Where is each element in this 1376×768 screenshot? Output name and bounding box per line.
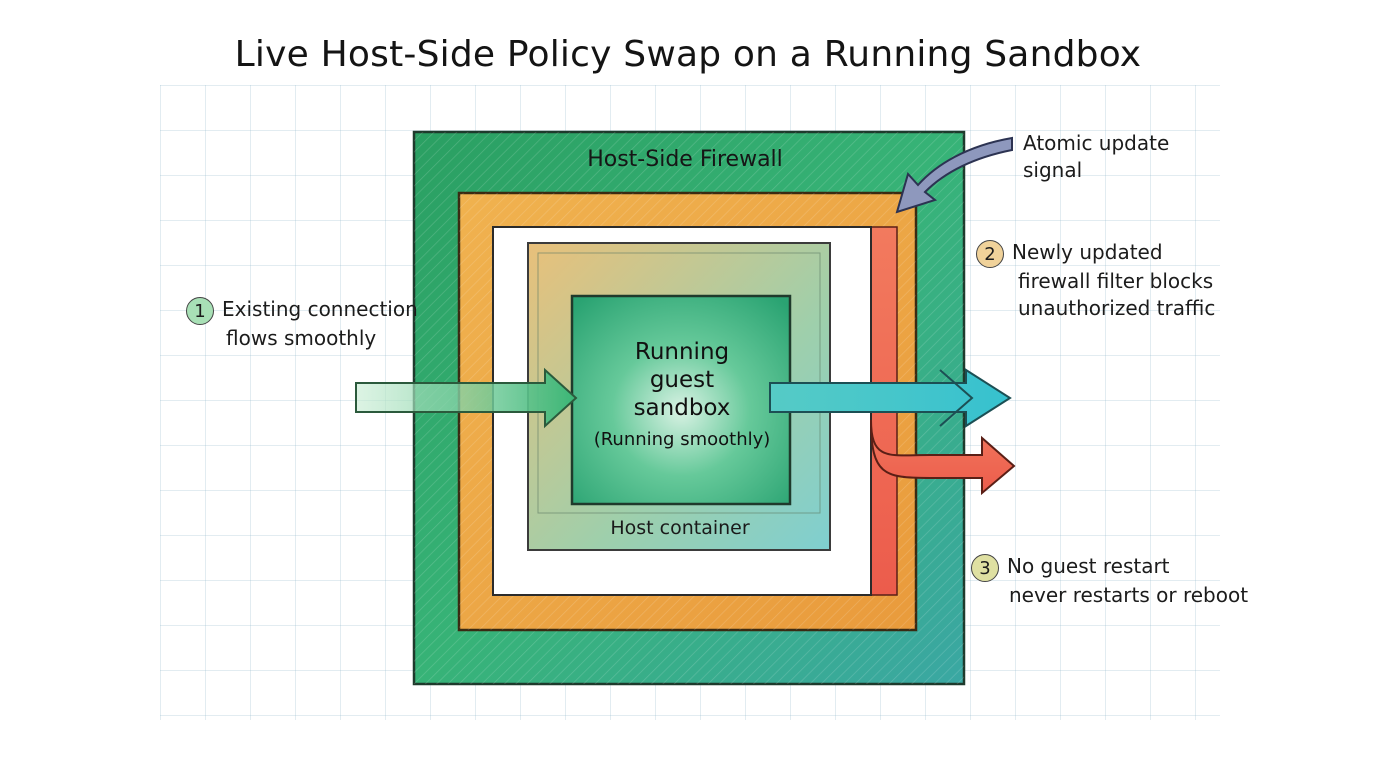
atomic-update-signal-arrow (895, 136, 1013, 214)
callout-2-line1: Newly updated (1012, 240, 1163, 264)
firewall-label: Host-Side Firewall (587, 147, 783, 172)
callout-3: 3 No guest restart never restarts or rebo… (971, 553, 1248, 609)
callout-1-badge: 1 (186, 296, 214, 325)
callout-2: 2 Newly updated firewall filter blocks un… (976, 239, 1215, 322)
callout-1-line1: Existing connection (222, 297, 418, 321)
incoming-connection-arrow (355, 367, 578, 429)
guest-sandbox-box (570, 294, 792, 506)
guest-label-line1: Running (634, 339, 730, 365)
guest-sandbox-label: Running guest sandbox (Running smoothly) (572, 338, 792, 454)
callout-3-line2: never restarts or reboot (1009, 582, 1249, 607)
guest-label-line2: guest (649, 367, 715, 393)
atomic-update-label: Atomic update signal (1023, 130, 1169, 184)
host-container-label: Host container (610, 517, 750, 539)
callout-2-line2: firewall filter blocks (1018, 268, 1214, 293)
callout-1-line2: flows smoothly (226, 325, 377, 350)
callout-3-badge: 3 (971, 553, 999, 582)
guest-status: (Running smoothly) (593, 429, 771, 450)
guest-label-line3: sandbox (633, 395, 731, 421)
callout-1: 1 Existing connection flows smoothly (186, 296, 418, 352)
callout-2-badge: 2 (976, 239, 1004, 268)
callout-2-line3: unauthorized traffic (1018, 295, 1216, 320)
callout-3-line1: No guest restart (1007, 554, 1170, 578)
allowed-traffic-arrow (769, 368, 1012, 428)
blocked-traffic-arrow (870, 419, 1016, 496)
atomic-update-line1: Atomic update (1023, 131, 1170, 155)
diagram-title: Live Host-Side Policy Swap on a Running … (234, 34, 1142, 75)
atomic-update-line2: signal (1023, 158, 1083, 182)
